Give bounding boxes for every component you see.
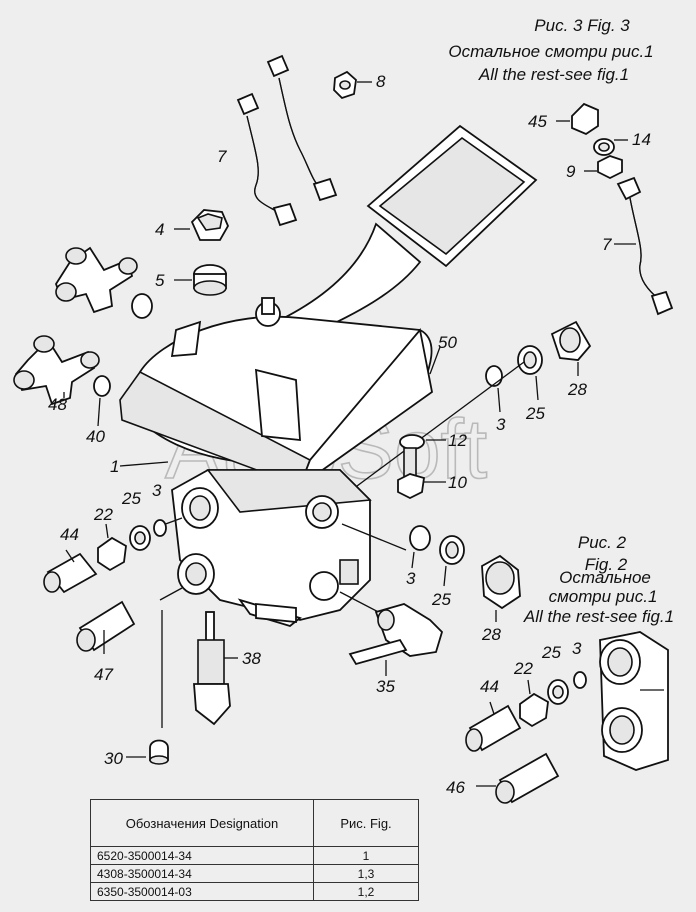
fig2-caption: Рис. 2 Fig. 2 Остальное смотри рис.1 All… (523, 533, 674, 626)
svg-text:Остальное: Остальное (559, 568, 651, 587)
label-7: 7 (217, 147, 227, 166)
washer-3-left (153, 519, 167, 537)
label-50: 50 (438, 333, 457, 352)
washer-3-fig2 (573, 671, 587, 689)
table-cell-designation: 6350-3500014-03 (90, 882, 314, 901)
tee-fitting-upper (54, 246, 138, 314)
table-cell-fig: 1,2 (313, 882, 419, 901)
fitting-47 (76, 600, 136, 654)
svg-text:смотри рис.1: смотри рис.1 (549, 587, 658, 606)
label-22: 22 (93, 505, 113, 524)
washer-25-left (129, 525, 151, 551)
washer-14 (593, 138, 628, 156)
label-44: 44 (480, 677, 499, 696)
svg-text:All the rest-see fig.1: All the rest-see fig.1 (523, 607, 674, 626)
sensor-38 (193, 611, 238, 726)
washer-40-upper (131, 293, 153, 319)
plug-28-upper (550, 320, 592, 376)
label-5: 5 (155, 271, 165, 290)
label-3: 3 (152, 481, 162, 500)
label-45: 45 (528, 112, 547, 131)
plug-28-lower (481, 554, 521, 622)
svg-text:Рис. 3 Fig. 3: Рис. 3 Fig. 3 (534, 16, 630, 35)
label-4: 4 (155, 220, 164, 239)
table-cell-fig: 1,3 (313, 864, 419, 883)
nut-22-lower (519, 679, 549, 728)
label-40: 40 (86, 427, 105, 446)
label-22: 22 (513, 659, 533, 678)
svg-text:All the rest-see fig.1: All the rest-see fig.1 (478, 65, 629, 84)
svg-text:Остальное смотри рис.1: Остальное смотри рис.1 (448, 42, 653, 61)
label-10: 10 (448, 473, 467, 492)
label-1: 1 (110, 457, 119, 476)
label-28: 28 (481, 625, 501, 644)
table-header-designation: Обозначения Designation (90, 799, 314, 847)
nut-8 (333, 70, 372, 100)
fitting-4 (174, 209, 230, 241)
label-25: 25 (525, 404, 545, 423)
brake-pedal (119, 124, 538, 489)
cap-30 (126, 739, 169, 765)
washer-40 (93, 375, 111, 427)
washer-25-fig2 (547, 679, 569, 705)
label-25: 25 (431, 590, 451, 609)
label-12: 12 (448, 431, 467, 450)
label-9: 9 (566, 162, 576, 181)
designation-table: Обозначения Designation Рис. Fig. 6520-3… (90, 799, 419, 901)
brake-tube-7-right (614, 176, 674, 316)
svg-text:Рис. 2: Рис. 2 (578, 533, 627, 552)
svg-text:Fig. 2: Fig. 2 (585, 555, 628, 574)
label-48: 48 (48, 395, 67, 414)
label-3: 3 (572, 639, 582, 658)
nut-5 (174, 264, 227, 296)
label-46: 46 (446, 778, 465, 797)
bolt-10 (397, 447, 446, 500)
label-3: 3 (496, 415, 506, 434)
table-header-fig: Рис. Fig. (313, 799, 419, 847)
fitting-44-upper (43, 549, 98, 594)
label-7: 7 (602, 235, 612, 254)
label-25: 25 (121, 489, 141, 508)
brake-tube-7-left (236, 54, 338, 227)
drain-valve-35 (348, 603, 444, 676)
table-cell-designation: 6520-3500014-34 (90, 846, 314, 865)
fitting-46 (476, 752, 560, 804)
label-30: 30 (104, 749, 123, 768)
fitting-44-lower (465, 701, 522, 752)
label-35: 35 (376, 677, 395, 696)
nut-9 (584, 155, 623, 180)
label-8: 8 (376, 72, 386, 91)
fig2-inset (599, 631, 669, 771)
table-header-row: Обозначения Designation Рис. Fig. (90, 799, 419, 847)
table-cell-fig: 1 (313, 846, 419, 865)
label-47: 47 (94, 665, 113, 684)
brake-valve-body (119, 461, 407, 728)
table-cell-designation: 4308-3500014-34 (90, 864, 314, 883)
label-28: 28 (567, 380, 587, 399)
part-labels: 8 7 4 5 45 14 9 7 50 28 25 3 48 40 1 12 … (48, 72, 651, 797)
table-row: 6520-3500014-34 1 (90, 846, 419, 865)
tee-fitting-48 (13, 335, 100, 406)
nut-22-upper (97, 523, 127, 572)
fitting-45 (556, 102, 599, 136)
label-3: 3 (406, 569, 416, 588)
fig3-caption: Рис. 3 Fig. 3 Остальное смотри рис.1 All… (448, 16, 653, 84)
label-44: 44 (60, 525, 79, 544)
table-row: 6350-3500014-03 1,2 (90, 882, 419, 901)
washer-25-right (439, 535, 465, 587)
label-38: 38 (242, 649, 261, 668)
washer-3-right (409, 525, 431, 569)
table-row: 4308-3500014-34 1,3 (90, 864, 419, 883)
label-14: 14 (632, 130, 651, 149)
washer-25-upper (517, 345, 543, 401)
label-25: 25 (541, 643, 561, 662)
